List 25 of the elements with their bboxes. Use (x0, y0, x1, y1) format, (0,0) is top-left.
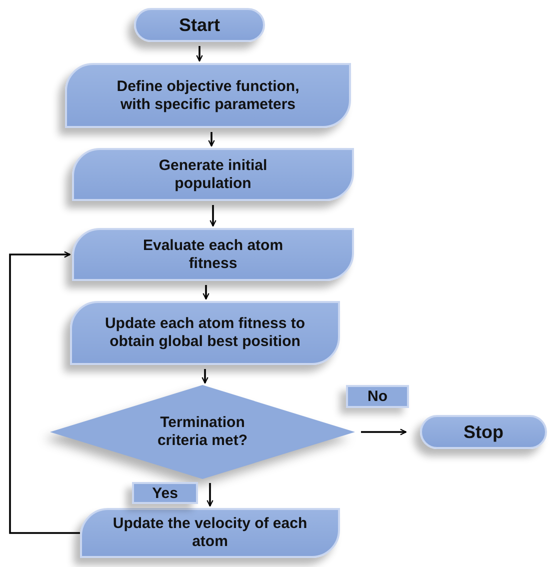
process-box (72, 148, 354, 201)
process-box (72, 228, 354, 281)
arrow (202, 369, 208, 384)
arrow (210, 205, 216, 227)
process-box (80, 508, 340, 558)
node-label: Start (178, 16, 220, 34)
arrow (9, 251, 80, 534)
edge-label: No (346, 385, 409, 408)
arrow (361, 428, 407, 436)
node-label: Update each atom fitness to obtain global best position (104, 315, 306, 351)
node-label: Define objective function, with specific parameters (116, 78, 300, 114)
arrow (206, 483, 214, 507)
arrow (196, 46, 203, 62)
node-label: Termination criteria met? (156, 414, 249, 450)
process-box (70, 301, 340, 365)
node-label: Generate initial population (158, 156, 268, 192)
node-label: Stop (464, 423, 504, 441)
node-label: Evaluate each atom fitness (142, 236, 284, 272)
terminal-box (134, 8, 265, 42)
edge-label: Yes (132, 482, 198, 504)
arrow (202, 285, 210, 300)
process-box (65, 63, 351, 128)
terminal-box (420, 415, 547, 449)
arrow (208, 132, 215, 147)
node-label: Update the velocity of each atom (112, 515, 308, 551)
